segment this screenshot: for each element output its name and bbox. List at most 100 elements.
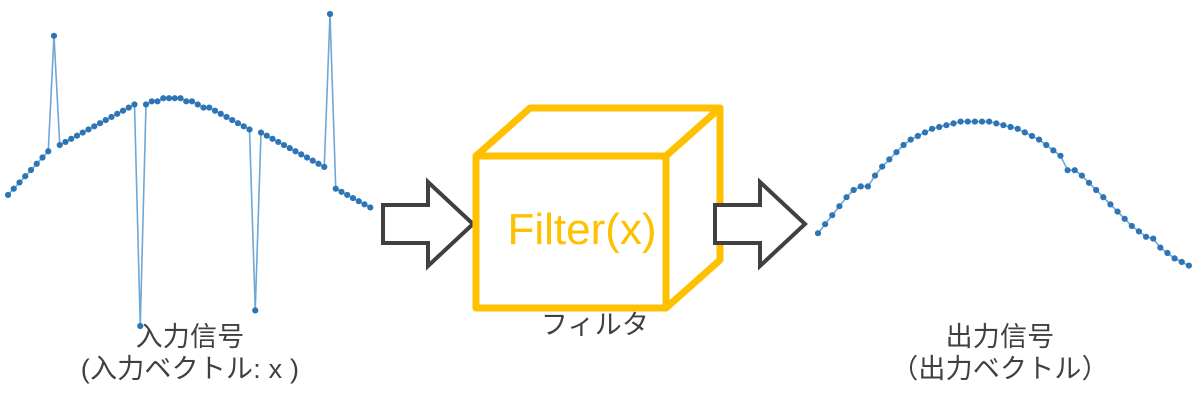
filter-caption-line1: フィルタ xyxy=(540,310,650,340)
signal-data-point xyxy=(1164,249,1171,257)
signal-data-point xyxy=(73,132,81,139)
signal-data-point xyxy=(857,183,864,190)
signal-data-point xyxy=(91,123,98,130)
signal-data-point xyxy=(315,160,322,167)
signal-data-point xyxy=(1157,244,1164,251)
signal-data-point xyxy=(1135,228,1143,235)
cube-front-face xyxy=(472,152,670,312)
signal-data-point xyxy=(943,122,950,129)
signal-data-point xyxy=(332,185,339,192)
signal-data-point xyxy=(211,107,219,114)
signal-data-point xyxy=(879,163,886,170)
signal-data-point xyxy=(836,203,843,210)
signal-data-point xyxy=(252,307,259,314)
signal-data-point xyxy=(177,95,184,102)
signal-data-point xyxy=(96,120,104,127)
signal-data-point xyxy=(240,123,247,130)
signal-data-point xyxy=(160,95,167,102)
signal-data-point xyxy=(914,132,921,140)
signal-data-point xyxy=(814,230,822,237)
signal-data-point xyxy=(1028,132,1036,140)
signal-data-point xyxy=(79,129,86,136)
signal-data-point xyxy=(102,116,109,124)
filter-cube-icon xyxy=(472,104,724,312)
output-caption-line1: 出力信号 xyxy=(945,322,1055,352)
signal-data-point xyxy=(1150,235,1157,242)
arrow-out-icon xyxy=(713,177,808,271)
signal-data-point xyxy=(148,98,155,105)
signal-data-point xyxy=(864,183,872,190)
signal-data-point xyxy=(1114,208,1121,215)
signal-data-point xyxy=(921,129,929,136)
signal-data-point xyxy=(246,126,253,133)
signal-data-point xyxy=(50,32,58,39)
signal-data-point xyxy=(964,118,971,125)
signal-data-point xyxy=(900,141,907,149)
signal-data-point xyxy=(206,104,213,111)
signal-data-point xyxy=(137,322,144,330)
signal-data-point xyxy=(56,141,63,149)
signal-data-point xyxy=(850,186,857,194)
signal-data-point xyxy=(165,95,173,102)
signal-data-point xyxy=(114,110,121,117)
signal-data-point xyxy=(183,98,190,105)
output-caption-line2: （出力ベクトル） xyxy=(891,353,1109,384)
signal-data-point xyxy=(200,104,207,111)
filter-box-label: Filter(x) xyxy=(507,205,657,254)
signal-data-point xyxy=(344,191,351,199)
signal-data-point xyxy=(45,148,52,155)
signal-data-point xyxy=(321,163,328,170)
signal-data-point xyxy=(886,156,893,163)
signal-data-point xyxy=(275,138,282,146)
signal-data-point xyxy=(361,201,368,208)
signal-data-point xyxy=(338,188,345,195)
signal-data-point xyxy=(986,118,993,125)
signal-data-point xyxy=(292,148,299,155)
signal-data-point xyxy=(349,194,357,202)
signal-data-point xyxy=(269,135,276,142)
signal-data-point xyxy=(39,154,46,161)
signal-data-point xyxy=(1071,167,1078,174)
signal-data-point xyxy=(1171,255,1178,262)
signal-data-point xyxy=(309,157,316,164)
input-signal-series xyxy=(4,10,374,330)
signal-data-point xyxy=(957,118,964,125)
signal-data-point xyxy=(1078,172,1085,179)
signal-data-point xyxy=(1021,129,1028,136)
signal-data-point xyxy=(119,107,127,114)
signal-data-point xyxy=(978,118,986,125)
signal-data-point xyxy=(950,120,957,127)
signal-data-point xyxy=(1178,258,1185,266)
signal-data-point xyxy=(4,191,12,199)
signal-data-point xyxy=(1035,136,1043,143)
signal-data-point xyxy=(1100,194,1107,201)
signal-data-point xyxy=(929,125,936,132)
signal-data-point xyxy=(234,120,242,127)
signal-data-point xyxy=(194,101,201,108)
signal-data-point xyxy=(1007,123,1014,131)
signal-data-point xyxy=(125,104,132,111)
signal-data-point xyxy=(971,118,979,125)
signal-data-point xyxy=(355,198,362,205)
filter-caption: フィルタ xyxy=(430,310,760,342)
signal-data-point xyxy=(16,179,23,186)
signal-data-point xyxy=(171,95,178,102)
signal-data-point xyxy=(1085,179,1093,186)
signal-data-point xyxy=(85,126,92,133)
signal-data-point xyxy=(1014,125,1021,132)
signal-data-point xyxy=(154,98,161,105)
input-signal-caption: 入力信号 (入力ベクトル: x ) xyxy=(20,322,360,386)
signal-data-point xyxy=(936,123,943,131)
signal-data-point xyxy=(907,136,914,143)
arrow-in-icon xyxy=(381,177,476,271)
signal-data-point xyxy=(829,212,836,219)
signal-data-point xyxy=(1093,186,1100,194)
signal-data-point xyxy=(303,154,311,161)
signal-data-point xyxy=(1064,167,1071,174)
signal-data-point xyxy=(367,204,374,211)
signal-data-point xyxy=(68,135,75,142)
signal-data-point xyxy=(10,185,17,192)
signal-data-point xyxy=(893,149,900,156)
